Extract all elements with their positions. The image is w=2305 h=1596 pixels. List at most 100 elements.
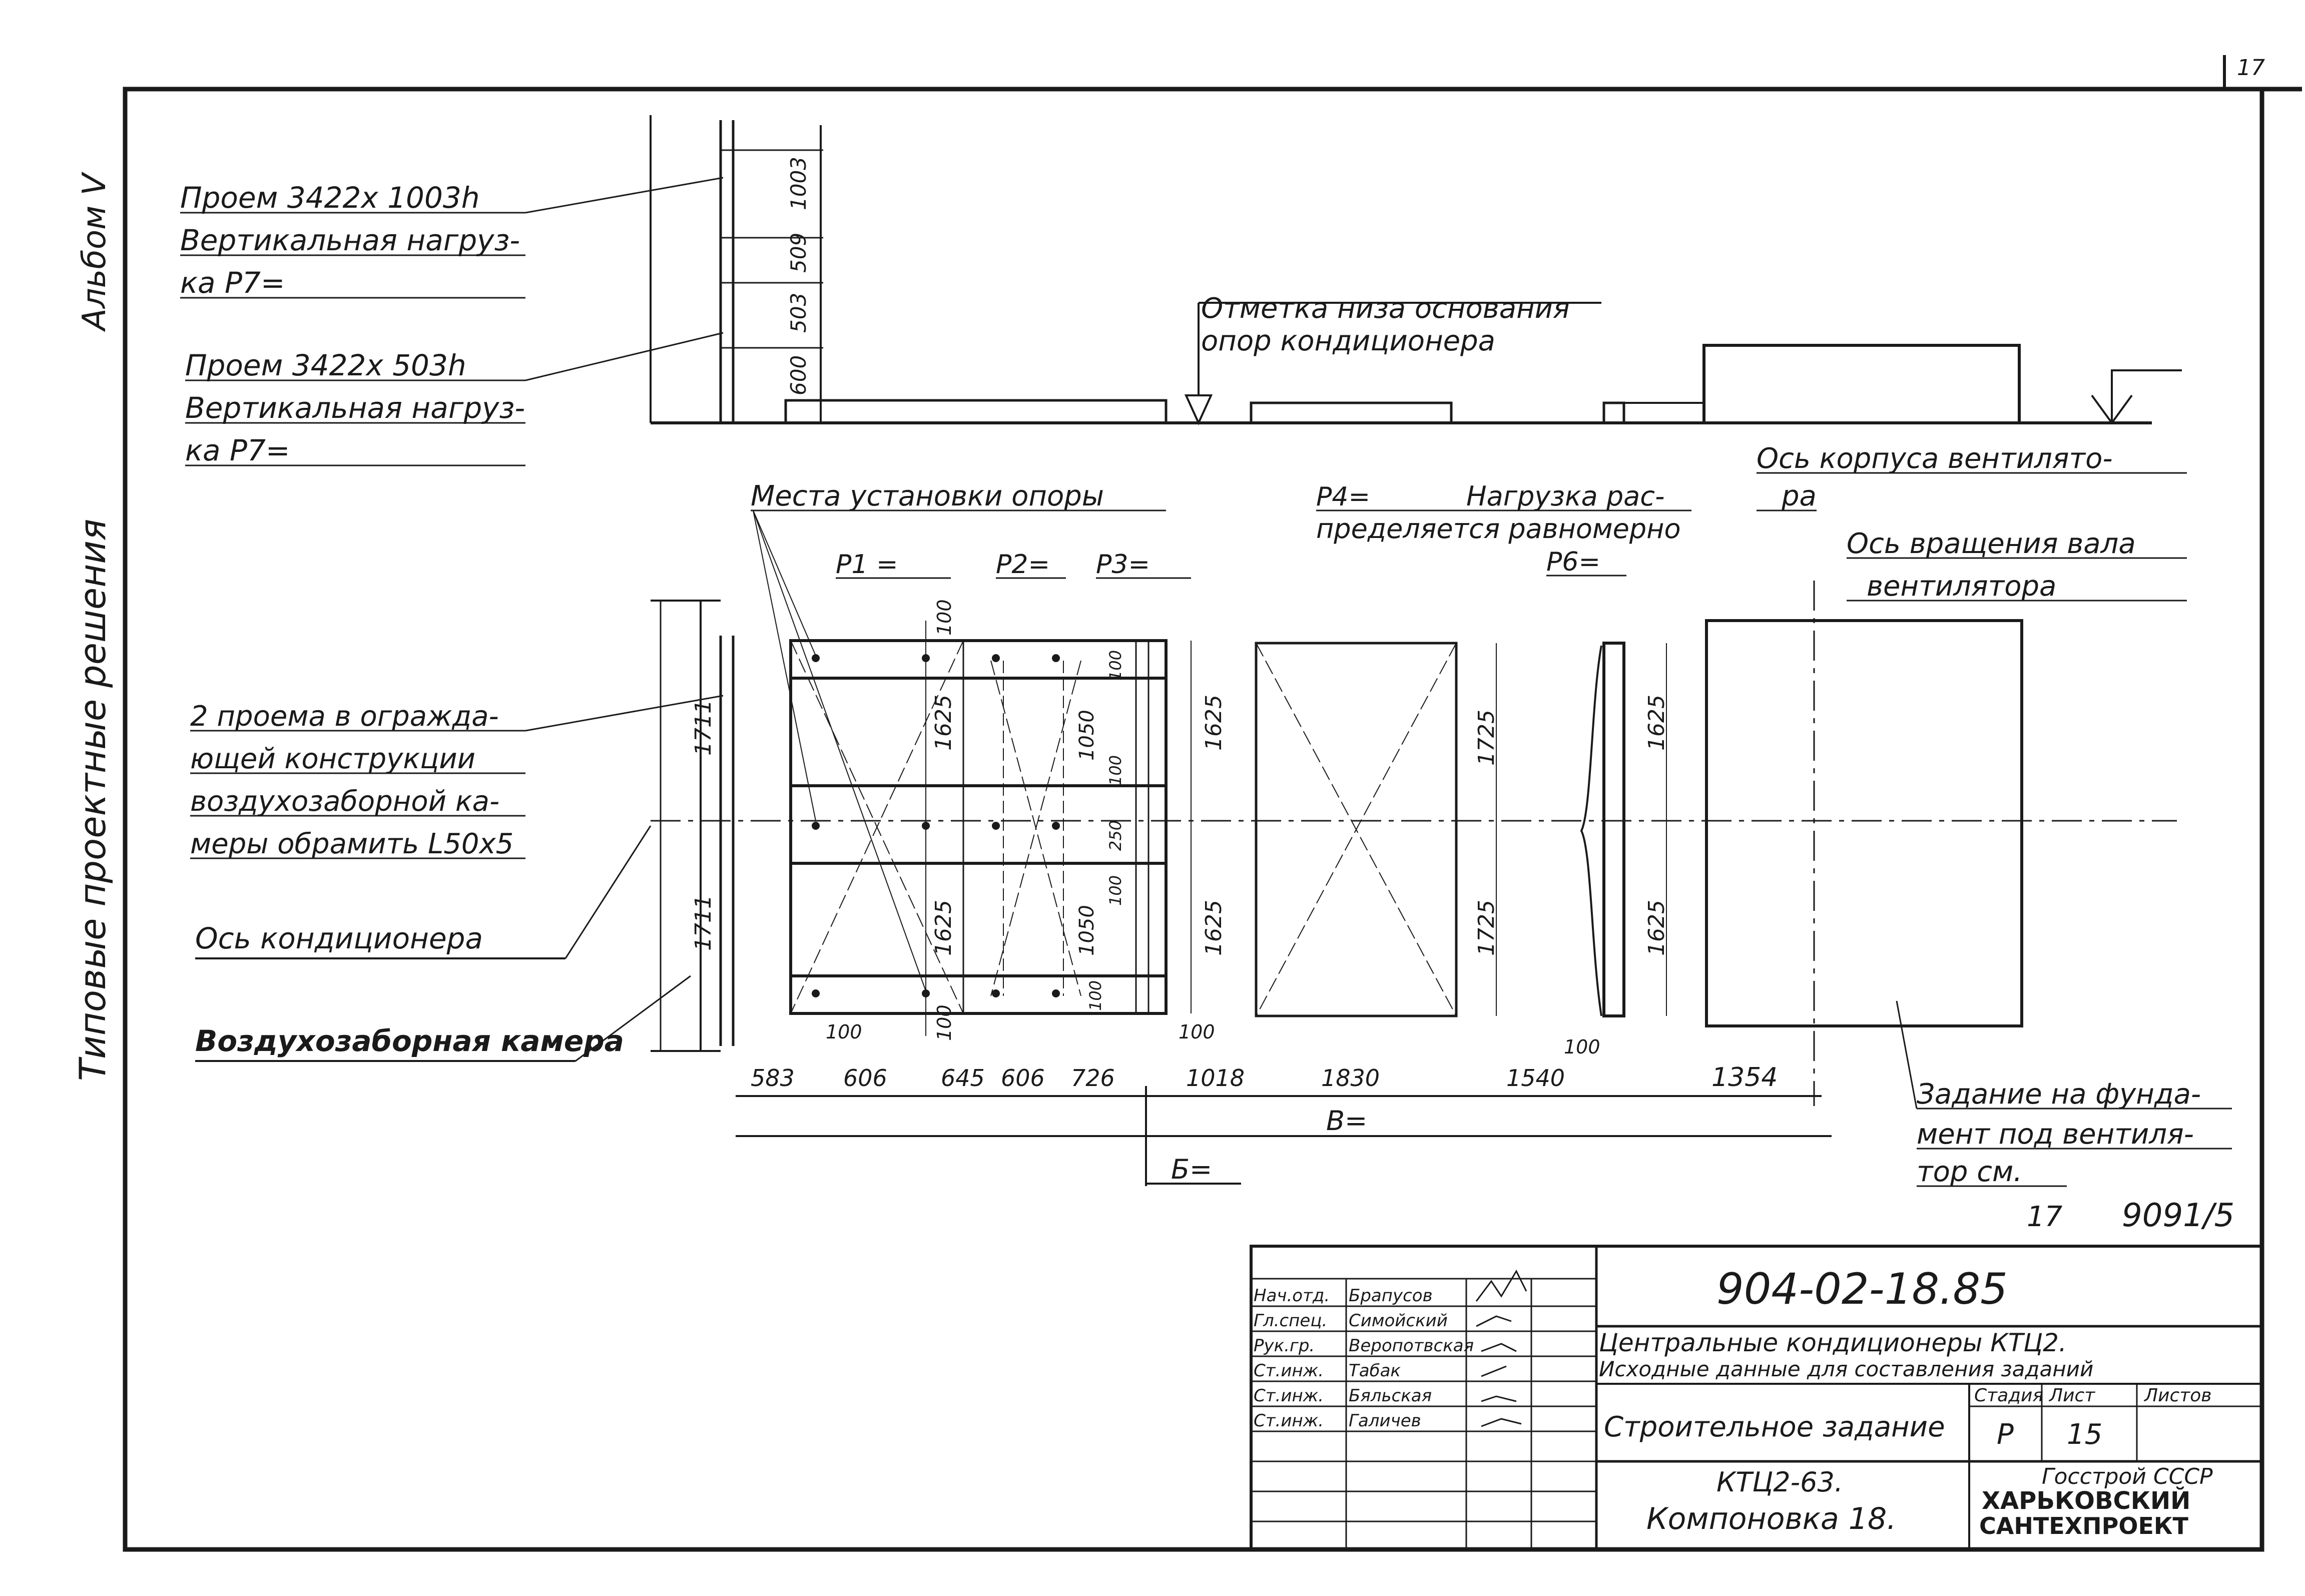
note-fan-body-axis: Ось корпуса вентилято- ра — [1757, 442, 2187, 512]
sheets-header: Листов — [2143, 1385, 2211, 1406]
svg-text:ра: ра — [1781, 480, 1817, 512]
svg-text:ка P7=: ка P7= — [180, 266, 285, 300]
org-line-3: САНТЕХПРОЕКТ — [1979, 1512, 2188, 1539]
svg-text:Ось кондиционера: Ось кондиционера — [195, 921, 483, 955]
staff-name: Веропотвская — [1349, 1336, 1474, 1356]
svg-text:2 проема в огражда-: 2 проема в огражда- — [190, 700, 499, 733]
fan-support-strip — [1602, 642, 1625, 1017]
dim-1050-a: 1050 — [1075, 710, 1098, 761]
dim-1354: 1354 — [1711, 1062, 1778, 1093]
staff-role: Рук.гр. — [1254, 1336, 1315, 1356]
svg-text:Проем 3422х 503h: Проем 3422х 503h — [185, 348, 466, 382]
dim-606-b: 606 — [1001, 1065, 1045, 1092]
dim-1625-e: 1625 — [1644, 695, 1669, 751]
svg-text:17: 17 — [2027, 1201, 2063, 1233]
dim-250: 250 — [1106, 820, 1125, 851]
dim-1830: 1830 — [1321, 1065, 1380, 1092]
p1-label: P1 = — [836, 550, 898, 580]
b-upper-label: В= — [1326, 1105, 1367, 1137]
doc-title-line-2: Исходные данные для составления заданий — [1599, 1357, 2093, 1381]
note-intake-chamber: Воздухозаборная камера — [195, 975, 691, 1062]
elevation-mark-arrow — [1184, 303, 1213, 425]
dim-100-b: 100 — [1106, 650, 1125, 681]
svg-text:ка P7=: ка P7= — [185, 433, 290, 467]
staff-name: Бяльская — [1349, 1386, 1432, 1406]
staff-role: Нач.отд. — [1254, 1286, 1330, 1306]
dim-1050-b: 1050 — [1075, 905, 1098, 956]
dim-100-e: 100 — [1086, 980, 1105, 1011]
dim-elev-600: 600 — [786, 355, 811, 395]
elevation-support-2 — [1250, 401, 1453, 424]
org-line-1: Госстрой СССР — [2042, 1464, 2213, 1489]
svg-text:Вертикальная нагруз-: Вертикальная нагруз- — [185, 391, 525, 425]
dim-100-g: 100 — [1179, 1021, 1215, 1043]
note-opening-1: Проем 3422х 1003h Вертикальная нагруз- к… — [180, 177, 724, 300]
elevation-support-1 — [784, 399, 1168, 424]
svg-text:ющей конструкции: ющей конструкции — [190, 743, 475, 775]
elevation-support-3 — [1602, 401, 1625, 424]
staff-role: Гл.спец. — [1254, 1311, 1327, 1331]
dim-1725-a: 1725 — [1474, 710, 1499, 766]
b-lower-label: Б= — [1171, 1154, 1212, 1185]
staff-name: Галичев — [1349, 1411, 1421, 1431]
p4-label: P4= — [1316, 482, 1370, 512]
svg-text:Ось вращения вала: Ось вращения вала — [1847, 527, 2136, 560]
note-support-places: Места установки опоры — [751, 480, 1166, 991]
staff-name: Табак — [1349, 1361, 1401, 1381]
svg-text:Отметка низа основания: Отметка низа основания — [1201, 292, 1570, 325]
series-title: Типовые проектные решения — [72, 519, 114, 1081]
dim-645: 645 — [941, 1065, 985, 1092]
intake-chamber-frame — [789, 639, 1168, 1015]
note-frame-openings: 2 проема в огражда- ющей конструкции воз… — [190, 695, 724, 860]
title-block — [1250, 1245, 2263, 1551]
fan-plan — [1705, 619, 2023, 1027]
svg-text:Ось корпуса вентилято-: Ось корпуса вентилято- — [1757, 442, 2113, 475]
sheet-number: 15 — [2067, 1418, 2102, 1451]
dim-1540: 1540 — [1506, 1065, 1565, 1092]
stage-header: Стадия — [1974, 1385, 2043, 1406]
note-base-mark: Отметка низа основания опор кондиционера — [1201, 292, 1570, 357]
dim-100-f: 100 — [826, 1021, 862, 1043]
staff-name: Симойский — [1349, 1311, 1448, 1331]
dim-100-h: 100 — [1564, 1036, 1600, 1058]
sheet-type: Строительное задание — [1604, 1411, 1945, 1443]
dim-583: 583 — [751, 1065, 795, 1092]
staff-role: Ст.инж. — [1254, 1361, 1324, 1381]
staff-name: Брапусов — [1349, 1286, 1433, 1306]
svg-text:воздухозаборной ка-: воздухозаборной ка- — [190, 785, 499, 818]
dim-1711-b: 1711 — [691, 895, 716, 951]
sheet-frame — [123, 87, 2264, 1552]
dim-1711-a: 1711 — [691, 700, 716, 756]
staff-role: Ст.инж. — [1254, 1386, 1324, 1406]
svg-text:мент под вентиля-: мент под вентиля- — [1917, 1118, 2194, 1151]
ac-unit-plan — [1255, 642, 1458, 1017]
note-ac-axis: Ось кондиционера — [195, 825, 652, 959]
dim-elev-509: 509 — [786, 233, 811, 273]
dim-606-a: 606 — [843, 1065, 887, 1092]
doc-title-line-1: Центральные кондиционеры КТЦ2. — [1599, 1328, 2067, 1357]
dim-1018: 1018 — [1186, 1065, 1245, 1092]
dim-1625-f: 1625 — [1644, 900, 1669, 956]
sheet-header: Лист — [2048, 1385, 2095, 1406]
dim-100-c: 100 — [1106, 755, 1125, 786]
svg-text:9091/5: 9091/5 — [2122, 1197, 2234, 1234]
note-fan-shaft-axis: Ось вращения вала вентилятора — [1847, 527, 2187, 603]
dim-1625-b: 1625 — [931, 900, 956, 956]
dim-1725-b: 1725 — [1474, 900, 1499, 956]
load-note-1: Нагрузка рас- — [1466, 480, 1664, 512]
svg-text:Воздухозаборная камера: Воздухозаборная камера — [195, 1024, 624, 1058]
org-line-2: ХАРЬКОВСКИЙ — [1982, 1486, 2190, 1515]
p2-label: P2= — [996, 550, 1050, 580]
dim-100-a: 100 — [933, 1004, 955, 1041]
dim-elev-503: 503 — [786, 293, 811, 333]
dim-1625-c: 1625 — [1201, 695, 1227, 751]
svg-text:Вертикальная нагруз-: Вертикальная нагруз- — [180, 223, 520, 257]
page-number: 17 — [2237, 55, 2265, 81]
p6-label: P6= — [1546, 547, 1600, 577]
elevation-fan-base — [1702, 344, 2021, 424]
dim-1625-a: 1625 — [931, 695, 956, 751]
album-label: Альбом V — [76, 171, 113, 332]
doc-number: 904-02-18.85 — [1716, 1264, 2008, 1314]
elevation-support-4 — [1623, 402, 1705, 424]
